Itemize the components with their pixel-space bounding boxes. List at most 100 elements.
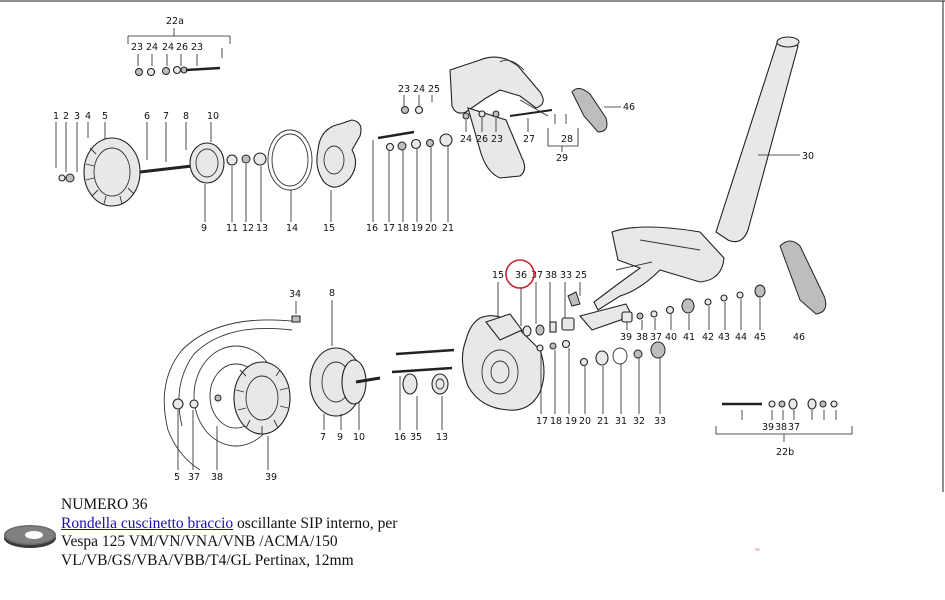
callout-21: 33 — [654, 416, 666, 427]
callout-5: 39 — [265, 472, 277, 483]
callout-26: 26 — [176, 42, 188, 53]
callout-26: 26 — [476, 134, 488, 145]
callout-35: 35 — [410, 432, 422, 443]
callout-44: 44 — [735, 332, 747, 343]
callout-15: 15 — [323, 223, 335, 234]
steering-column-assembly: 30 — [579, 36, 814, 331]
nut-part — [135, 68, 143, 76]
callout-46: 46 — [793, 332, 805, 343]
callout-16: 16 — [394, 432, 406, 443]
bearing-part — [253, 152, 267, 166]
upper-fasteners: 16 17 18 19 20 21 — [366, 130, 454, 234]
callout-20: 20 — [425, 223, 437, 234]
callout-12: 12 — [242, 223, 254, 234]
callout-31: 5 — [174, 472, 180, 483]
pin-part — [391, 366, 453, 374]
bearing-part — [226, 154, 238, 166]
bearing-21-part — [650, 341, 666, 359]
callout-39: 39 — [620, 332, 632, 343]
nut-part — [162, 67, 170, 75]
callout-19: 19 — [411, 223, 423, 234]
callout-4: 4 — [85, 111, 91, 122]
callout-24: 24 — [413, 84, 425, 95]
callout-17: 17 — [383, 223, 395, 234]
dust-cover-part — [267, 129, 313, 191]
fork-lower-part — [593, 226, 725, 311]
callout-40: 40 — [665, 332, 677, 343]
callout-1: 1 — [53, 111, 59, 122]
callout-38: 38 — [636, 332, 648, 343]
exploded-parts-diagram: 22a 23 24 24 26 23 1 2 3 4 5 6 7 8 10 — [0, 0, 945, 492]
washer-37-part — [535, 324, 545, 336]
callout-17: 20 — [579, 416, 591, 427]
callout-15: 15 — [492, 270, 504, 281]
callout-27: 27 — [523, 134, 535, 145]
group-label-22b: 22b — [776, 447, 794, 458]
callout-25: 25 — [575, 270, 587, 281]
callout-8: 8 — [329, 288, 335, 299]
brake-plate-part — [189, 142, 225, 184]
callout-19: 31 — [615, 416, 627, 427]
bush-38-part — [549, 321, 557, 333]
swing-arm-part — [316, 119, 362, 188]
bearing-part — [241, 154, 251, 164]
callout-46: 46 — [623, 102, 635, 113]
fork-body-part — [449, 56, 544, 114]
callout-48: 18 — [550, 416, 562, 427]
callout-23: 23 — [491, 134, 503, 145]
callout-47: 17 — [536, 416, 548, 427]
part-link[interactable]: Rondella cuscinetto braccio — [61, 514, 234, 532]
callout-32: 37 — [188, 472, 200, 483]
group-22b: 39 38 37 22b — [715, 398, 853, 458]
washer-36-part[interactable] — [522, 325, 532, 337]
callout-16: 16 — [366, 223, 378, 234]
callout-28: 28 — [561, 134, 573, 145]
bush-33-part — [561, 317, 575, 331]
callout-45: 45 — [754, 332, 766, 343]
callout-34: 34 — [289, 289, 301, 300]
callout-29: 29 — [556, 153, 568, 164]
callout-24: 24 — [162, 42, 174, 53]
callout-36: 36 — [515, 270, 527, 281]
callout-33: 38 — [211, 472, 223, 483]
callout-13: 13 — [436, 432, 448, 443]
part-caption: NUMERO 36 Rondella cuscinetto braccio os… — [61, 496, 401, 570]
lower-wheel-assembly: 34 8 7 9 10 16 35 13 5 37 38 39 — [163, 288, 455, 483]
group-22a: 22a 23 24 24 26 23 — [127, 16, 231, 77]
callout-10: 10 — [207, 111, 219, 122]
pin-part — [395, 348, 455, 356]
stray-mark — [755, 548, 760, 551]
group-label-22a: 22a — [166, 16, 184, 27]
callout-14: 14 — [286, 223, 298, 234]
part-36-highlight-circle[interactable] — [505, 259, 535, 289]
wheel-disc-part — [163, 319, 301, 471]
callout-18: 21 — [597, 416, 609, 427]
part-description: Rondella cuscinetto braccio oscillante S… — [61, 515, 401, 571]
callout-23: 23 — [131, 42, 143, 53]
callout-3: 3 — [74, 111, 80, 122]
callout-2: 2 — [63, 111, 69, 122]
callout-38: 38 — [545, 270, 557, 281]
steering-tube-part — [715, 39, 799, 243]
pivot-bolt-part — [377, 130, 415, 140]
callout-7: 7 — [320, 432, 326, 443]
callout-20: 32 — [633, 416, 645, 427]
axle-part — [139, 164, 193, 174]
shock-bolt-part — [509, 109, 553, 117]
callout-37: 37 — [650, 332, 662, 343]
callout-24: 24 — [460, 134, 472, 145]
callout-11: 11 — [226, 223, 238, 234]
washer-icon — [2, 522, 58, 552]
callout-24: 24 — [146, 42, 158, 53]
callout-9: 9 — [201, 223, 207, 234]
upper-suspension-assembly: 23 24 25 24 26 23 27 28 29 46 — [398, 56, 635, 179]
callout-37: 39 — [762, 422, 774, 433]
callout-30: 30 — [802, 151, 814, 162]
callout-49: 19 — [565, 416, 577, 427]
callout-18: 18 — [397, 223, 409, 234]
callout-38: 38 — [775, 422, 787, 433]
axle-part — [355, 376, 381, 384]
callout-7: 7 — [163, 111, 169, 122]
callout-5: 5 — [102, 111, 108, 122]
callout-42: 42 — [702, 332, 714, 343]
